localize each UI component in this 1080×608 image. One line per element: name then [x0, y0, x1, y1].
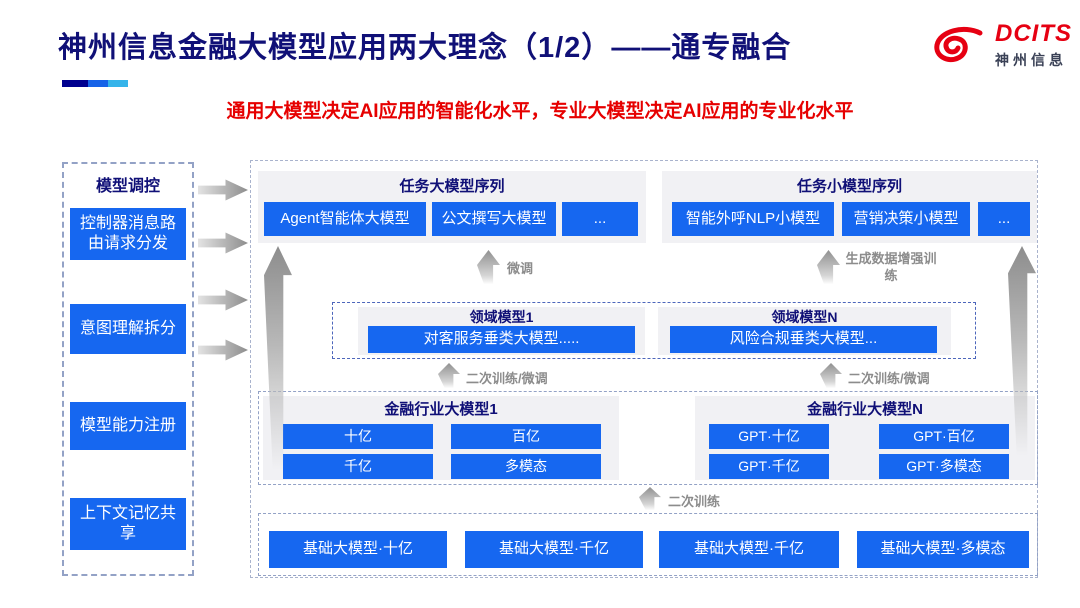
accent-bar-segment — [88, 80, 108, 87]
base-model-100b-b: 基础大模型·千亿 — [659, 531, 839, 568]
model-box-doc-writing: 公文撰写大模型 — [432, 202, 556, 236]
base-model-1b: 基础大模型·十亿 — [269, 531, 447, 568]
industry-model-group-1: 金融行业大模型1 十亿 百亿 千亿 多模态 — [263, 396, 619, 480]
model-box-marketing: 营销决策小模型 — [842, 202, 970, 236]
sidebar-model-control: 模型调控 控制器消息路由请求分发 意图理解拆分 模型能力注册 上下文记忆共享 — [62, 162, 194, 576]
model-box-more: ... — [562, 202, 638, 236]
logo-brand: DCITS — [995, 20, 1072, 47]
slide-subtitle: 通用大模型决定AI应用的智能化水平，专业大模型决定AI应用的专业化水平 — [226, 101, 854, 122]
base-model-multimodal: 基础大模型·多模态 — [857, 531, 1029, 568]
model-box-more: ... — [978, 202, 1030, 236]
model-box-100b: 千亿 — [283, 454, 433, 479]
task-small-model-group: 任务小模型序列 智能外呼NLP小模型 营销决策小模型 ... — [662, 171, 1037, 243]
sidebar-item-registry: 模型能力注册 — [70, 402, 186, 450]
model-box-customer-service: 对客服务垂类大模型..... — [368, 326, 635, 353]
domain-models-container: 领域模型1 对客服务垂类大模型..... 领域模型N 风险合规垂类大模型... — [332, 302, 976, 359]
sidebar-header: 模型调控 — [95, 178, 160, 195]
sidebar-item-context: 上下文记忆共享 — [70, 498, 186, 550]
page-title: 神州信息金融大模型应用两大理念（1/2）——通专融合 — [58, 32, 792, 64]
main-diagram-container — [250, 160, 1038, 578]
model-box-gpt-multimodal: GPT·多模态 — [879, 454, 1009, 479]
sidebar-item-router: 控制器消息路由请求分发 — [70, 208, 186, 260]
model-box-gpt-100b: GPT·千亿 — [709, 454, 829, 479]
dcits-logo: DCITS 神州信息 — [930, 22, 1072, 70]
group-header: 领域模型1 — [469, 309, 534, 325]
model-box-1b: 十亿 — [283, 424, 433, 449]
label-augmented-training: 生成数据增强训练 — [845, 251, 937, 283]
model-box-risk-compliance: 风险合规垂类大模型... — [670, 326, 937, 353]
group-header: 任务大模型序列 — [399, 178, 505, 195]
group-header: 任务小模型序列 — [796, 178, 902, 195]
group-header: 领域模型N — [771, 309, 838, 325]
task-large-model-group: 任务大模型序列 Agent智能体大模型 公文撰写大模型 ... — [258, 171, 646, 243]
logo-company: 神州信息 — [995, 52, 1067, 68]
logo-text: DCITS 神州信息 — [995, 22, 1072, 70]
right-arrow-icon — [198, 289, 248, 311]
domain-model-group-1: 领域模型1 对客服务垂类大模型..... — [358, 307, 645, 355]
sidebar-item-intent: 意图理解拆分 — [70, 304, 186, 354]
model-box-gpt-1b: GPT·十亿 — [709, 424, 829, 449]
model-box-multimodal: 多模态 — [451, 454, 601, 479]
accent-bar-segment — [108, 80, 128, 87]
accent-bar-segment — [62, 80, 88, 87]
industry-model-group-n: 金融行业大模型N GPT·十亿 GPT·百亿 GPT·千亿 GPT·多模态 — [695, 396, 1035, 480]
title-accent-bar — [62, 80, 128, 87]
industry-models-container: 金融行业大模型1 十亿 百亿 千亿 多模态 金融行业大模型N GPT·十亿 GP… — [258, 391, 1038, 485]
domain-model-group-n: 领域模型N 风险合规垂类大模型... — [658, 307, 951, 355]
right-arrow-icon — [198, 339, 248, 361]
label-retrain: 二次训练 — [668, 494, 721, 509]
right-arrow-icon — [198, 179, 248, 201]
model-box-10b: 百亿 — [451, 424, 601, 449]
label-retrain-finetune-left: 二次训练/微调 — [466, 371, 548, 386]
group-header: 金融行业大模型N — [807, 401, 923, 418]
model-box-gpt-10b: GPT·百亿 — [879, 424, 1009, 449]
base-models-container: 基础大模型·十亿 基础大模型·千亿 基础大模型·千亿 基础大模型·多模态 — [258, 513, 1038, 576]
group-header: 金融行业大模型1 — [384, 401, 498, 418]
model-box-agent: Agent智能体大模型 — [264, 202, 426, 236]
label-retrain-finetune-right: 二次训练/微调 — [848, 371, 930, 386]
right-arrow-icon — [198, 232, 248, 254]
model-box-nlp-outcall: 智能外呼NLP小模型 — [672, 202, 834, 236]
base-model-100b-a: 基础大模型·千亿 — [465, 531, 643, 568]
dcits-swirl-icon — [934, 27, 983, 63]
label-finetune: 微调 — [507, 261, 534, 276]
